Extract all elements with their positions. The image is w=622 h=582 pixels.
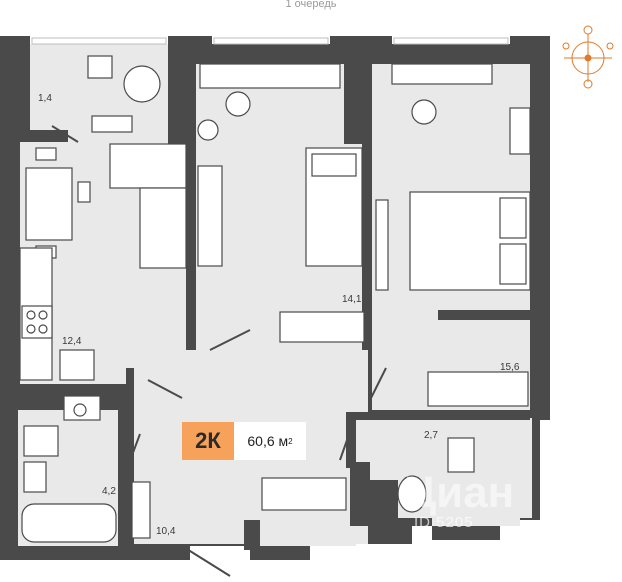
desk-large: [391, 63, 493, 85]
furniture: [19, 55, 531, 543]
watermark-brand: Циан: [404, 468, 515, 517]
desk-small: [199, 63, 341, 89]
watermark-id: ID 5205: [414, 514, 474, 531]
wardrobe-large: [427, 371, 529, 407]
balcony-armchair: [123, 65, 161, 103]
total-area-unit: 2: [288, 436, 293, 446]
doors: [51, 125, 387, 577]
chair-small: [225, 91, 251, 117]
dining-table: [25, 167, 73, 241]
window-bedroom-large: [393, 37, 509, 45]
window-bedroom-small: [213, 37, 329, 45]
balcony-cabinet: [91, 115, 133, 133]
wardrobe-small: [279, 311, 365, 343]
wc-toilet: [397, 475, 427, 513]
interior-walls: [10, 36, 538, 550]
area-bedroom-small: 14,1: [342, 294, 362, 305]
dresser: [509, 107, 531, 155]
bath-shelf: [131, 481, 151, 539]
sofa-chaise: [139, 187, 187, 269]
area-balcony: 1,4: [38, 93, 52, 104]
kitchen-sink: [59, 349, 95, 381]
chair-large: [411, 99, 437, 125]
stove-icon: [21, 305, 53, 339]
area-hall: 10,4: [156, 526, 176, 537]
area-bedroom-large: 15,6: [500, 362, 520, 373]
bathtub: [21, 503, 117, 543]
balcony-table: [87, 55, 113, 79]
window-balcony: [31, 37, 167, 45]
wc-sink: [447, 437, 475, 473]
toilet: [23, 425, 59, 457]
bath-sink: [23, 461, 47, 493]
area-wc: 2,7: [424, 430, 438, 441]
floor-caption: 1 очередь: [285, 0, 337, 10]
room-count-badge: 2К: [182, 422, 234, 460]
tv-stand-small: [197, 165, 223, 267]
area-bathroom: 4,2: [102, 486, 116, 497]
total-area-value: 60,6 м: [247, 433, 289, 449]
sofa: [109, 143, 187, 189]
hall-wardrobe: [261, 477, 347, 511]
tv-stand-large: [375, 199, 389, 291]
area-kitchen: 12,4: [62, 336, 82, 347]
windows: [31, 37, 509, 45]
compass-icon: [562, 25, 614, 89]
